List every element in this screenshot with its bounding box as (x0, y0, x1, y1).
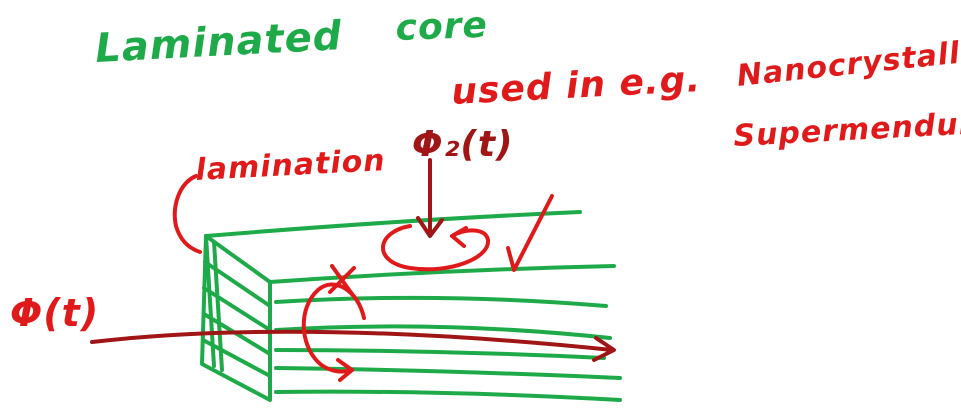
title-word-laminated: Laminated (94, 13, 343, 72)
flux-main-label: Φ(t) (10, 291, 99, 335)
arrow-right-icon (90, 329, 616, 362)
circular-arrow-icon (381, 224, 490, 272)
title-word-core: core (395, 5, 489, 49)
material-nanocrystalline: Nanocrystalline (735, 30, 961, 94)
curved-arrow-with-cross-icon (301, 264, 366, 382)
lamination-label: lamination (195, 143, 387, 188)
lamination-leader-line (172, 174, 202, 254)
material-supermendur: Supermendur (733, 106, 961, 154)
flux-z-label: Φ₂(t) (412, 124, 514, 165)
arrow-down-icon (416, 158, 444, 238)
check-mark-icon (506, 194, 554, 272)
usage-line: used in e.g. (450, 59, 702, 113)
core-top-layers (204, 210, 622, 402)
laminated-core (200, 210, 622, 402)
